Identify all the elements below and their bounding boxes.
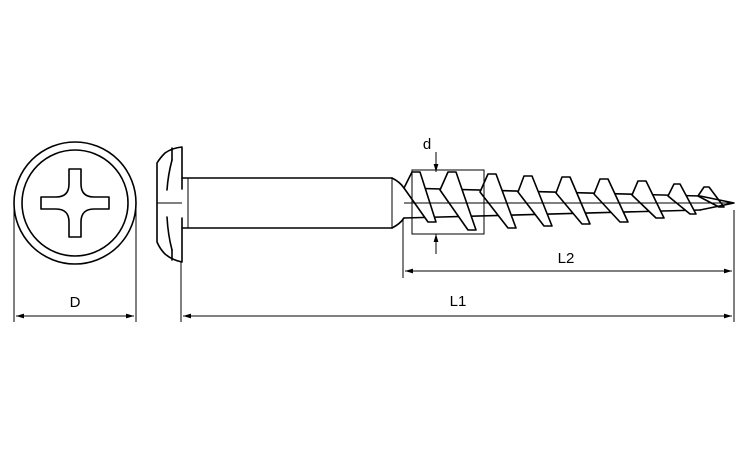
label-thread-length: L2 — [558, 250, 575, 267]
head-top-view — [13, 141, 137, 265]
head-outer-circle — [13, 141, 137, 265]
thread-transition — [391, 177, 405, 229]
label-thread-diameter: d — [423, 136, 431, 153]
extension-lines — [13, 203, 735, 322]
thread-crests — [403, 171, 725, 231]
label-overall-length: L1 — [450, 293, 467, 310]
head-inner-circle — [21, 149, 129, 257]
washer-head-outline — [156, 146, 183, 263]
thread-diameter-detail-box — [411, 169, 485, 235]
label-head-diameter: D — [70, 294, 81, 311]
screw-side-view — [156, 146, 735, 263]
head-curve — [166, 159, 173, 251]
phillips-recess-icon — [40, 168, 110, 238]
